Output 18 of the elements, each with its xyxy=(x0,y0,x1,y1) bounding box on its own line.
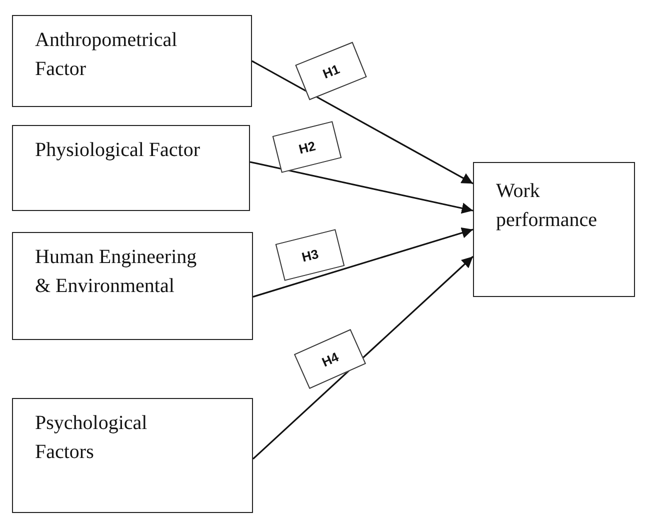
factor-box xyxy=(12,398,253,513)
box-text: Work performance xyxy=(496,179,598,233)
box-text: Human Engineering & Environmental xyxy=(35,245,198,299)
box-text: Anthropometrical Factor xyxy=(35,28,178,82)
arrow xyxy=(252,60,474,184)
arrow xyxy=(252,256,474,460)
arrow xyxy=(250,161,474,214)
factor-box xyxy=(12,15,252,107)
factor-box xyxy=(12,125,250,211)
factor-box xyxy=(12,232,253,340)
box-text: Physiological Factor xyxy=(35,138,201,163)
arrow xyxy=(252,227,474,298)
edge-label: H1 xyxy=(295,42,367,100)
edge-label: H2 xyxy=(272,121,342,173)
edge-label: H3 xyxy=(275,229,345,281)
factor-box xyxy=(473,162,635,297)
box-text: Psychological Factors xyxy=(35,411,148,465)
edge-label: H4 xyxy=(294,329,366,389)
